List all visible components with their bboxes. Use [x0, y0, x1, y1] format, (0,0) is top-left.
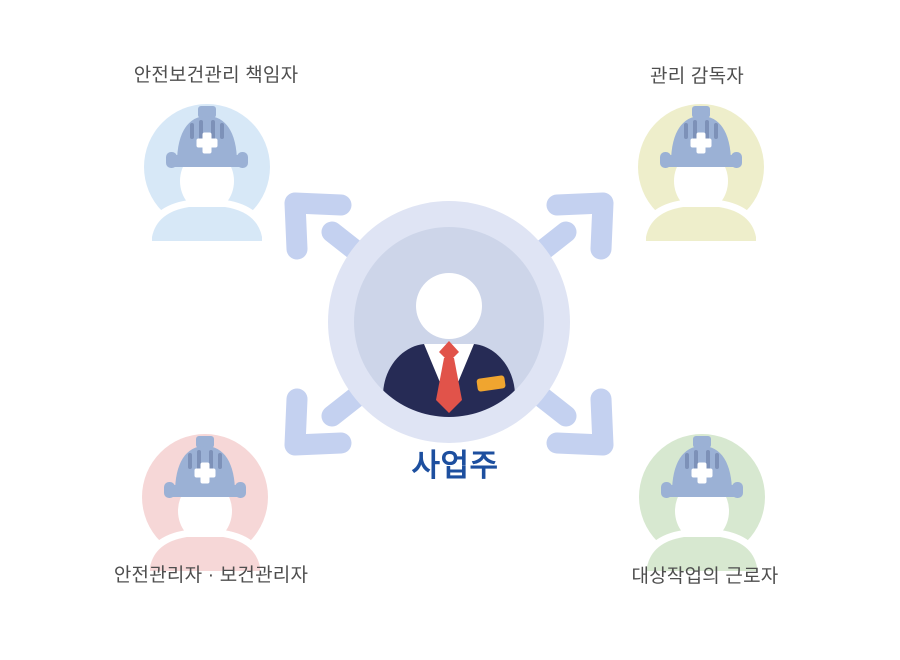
- worker-node-bottom-right: [636, 431, 768, 571]
- node-label-top-right: 관리 감독자: [650, 66, 744, 87]
- employer-head: [416, 273, 482, 339]
- worker-node-top-right: [635, 101, 767, 241]
- worker-node-bottom-left: [139, 431, 271, 571]
- employer-avatar-icon: [328, 201, 570, 443]
- worker-helmet-icon: [636, 431, 768, 571]
- node-label-bottom-right: 대상작업의 근로자: [631, 566, 779, 587]
- worker-node-top-left: [141, 101, 273, 241]
- employer-pocket-square: [476, 375, 506, 392]
- worker-helmet-icon: [141, 101, 273, 241]
- center-label-employer: 사업주: [411, 448, 499, 483]
- employer-tie: [436, 341, 462, 413]
- node-label-top-left: 안전보건관리 책임자: [133, 65, 299, 86]
- worker-helmet-icon: [139, 431, 271, 571]
- worker-helmet-icon: [635, 101, 767, 241]
- node-label-bottom-left: 안전관리자 · 보건관리자: [113, 565, 309, 586]
